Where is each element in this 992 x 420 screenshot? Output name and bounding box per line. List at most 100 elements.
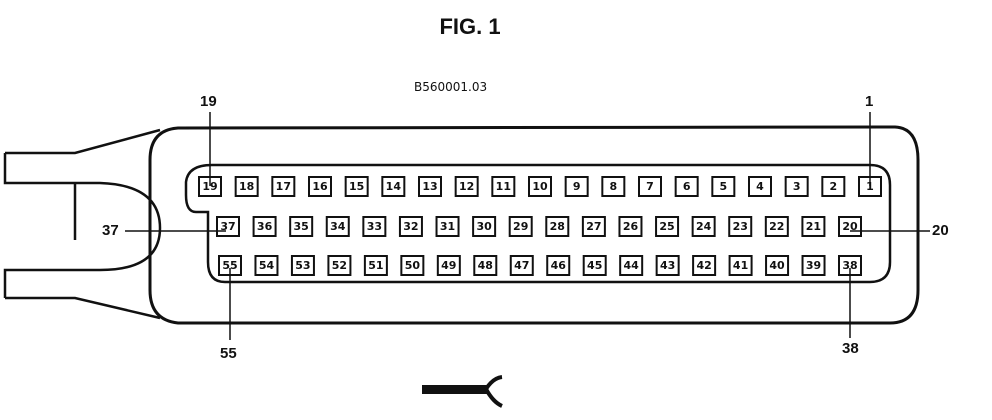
pin-label: 31 [440, 220, 455, 233]
pin-39: 39 [801, 255, 826, 276]
pin-frame [491, 176, 516, 197]
pin-frame [308, 176, 332, 197]
pin-14: 14 [381, 176, 406, 197]
pin-label: 18 [239, 180, 254, 193]
pin-frame [528, 176, 552, 197]
connector-latch [3, 128, 162, 320]
pin-45: 45 [582, 255, 607, 276]
pin-label: 46 [551, 259, 567, 272]
pin-44: 44 [619, 255, 644, 276]
pin-label: 33 [367, 220, 382, 233]
pin-8: 8 [601, 176, 626, 197]
pin-36: 36 [252, 216, 277, 237]
pin-label: 49 [441, 259, 456, 272]
pin-frame [801, 216, 826, 237]
pin-47: 47 [509, 255, 534, 276]
pin-frame [290, 255, 315, 276]
pin-frame [581, 216, 606, 237]
pin-22: 22 [764, 216, 789, 237]
pin-label: 4 [756, 180, 764, 193]
connector-body [148, 125, 920, 325]
pin-frame [472, 216, 497, 237]
pin-label: 41 [733, 259, 748, 272]
pin-3: 3 [784, 176, 809, 197]
callout-pin-55: 55 [220, 345, 237, 362]
pin-21: 21 [801, 216, 826, 237]
pin-20: 20 [838, 216, 862, 237]
pin-label: 30 [476, 220, 492, 233]
pin-label: 55 [222, 259, 237, 272]
pin-label: 34 [330, 220, 346, 233]
pin-label: 5 [720, 180, 728, 193]
pin-51: 51 [363, 255, 388, 276]
pin-9: 9 [564, 176, 589, 197]
pin-15: 15 [344, 176, 369, 197]
pin-10: 10 [528, 176, 552, 197]
pin-frame [801, 255, 826, 276]
pin-43: 43 [655, 255, 680, 276]
pin-5: 5 [711, 176, 736, 197]
pin-31: 31 [435, 216, 460, 237]
callout-pin-37: 37 [102, 222, 119, 239]
pin-label: 25 [659, 220, 674, 233]
pin-25: 25 [655, 216, 680, 237]
pin-23: 23 [728, 216, 753, 237]
pin-label: 54 [259, 259, 275, 272]
pin-frame [545, 216, 570, 237]
pin-label: 10 [532, 180, 548, 193]
pin-40: 40 [765, 255, 790, 276]
pin-41: 41 [728, 255, 753, 276]
pin-frame [252, 216, 277, 237]
callout-pin-19: 19 [200, 93, 217, 110]
pin-28: 28 [545, 216, 570, 237]
pin-frame [546, 255, 571, 276]
pin-label: 53 [295, 259, 310, 272]
pin-4: 4 [748, 176, 772, 197]
pin-label: 43 [660, 259, 675, 272]
pin-27: 27 [581, 216, 606, 237]
figure-title: FIG. 1 [439, 14, 501, 39]
pin-49: 49 [436, 255, 461, 276]
pin-52: 52 [327, 255, 352, 276]
pin-frame [362, 216, 387, 237]
leader-lines [125, 112, 930, 340]
pin-frame [655, 255, 680, 276]
pin-label: 38 [842, 259, 857, 272]
pin-frame [564, 176, 589, 197]
pin-label: 52 [332, 259, 347, 272]
pin-30: 30 [472, 216, 497, 237]
pin-label: 27 [586, 220, 601, 233]
pin-frame [728, 216, 753, 237]
pin-label: 24 [696, 220, 712, 233]
pin-label: 7 [646, 180, 654, 193]
pin-34: 34 [325, 216, 350, 237]
pin-frame [473, 255, 498, 276]
pin-label: 51 [368, 259, 383, 272]
pin-frame [435, 216, 460, 237]
pin-frame [454, 176, 479, 197]
pin-frame [216, 216, 240, 237]
pin-frame [400, 255, 425, 276]
pin-label: 1 [866, 180, 874, 193]
pin-frame [711, 176, 736, 197]
pin-label: 21 [806, 220, 821, 233]
pin-label: 2 [830, 180, 838, 193]
part-code: B560001.03 [414, 80, 488, 94]
pin-12: 12 [454, 176, 479, 197]
pin-frame [691, 216, 716, 237]
pin-frame [748, 176, 772, 197]
pin-label: 3 [793, 180, 801, 193]
pin-label: 16 [312, 180, 328, 193]
pin-frame [254, 255, 279, 276]
pin-label: 23 [733, 220, 748, 233]
pin-29: 29 [508, 216, 533, 237]
pin-label: 13 [422, 180, 437, 193]
pin-label: 50 [405, 259, 421, 272]
pin-42: 42 [692, 255, 717, 276]
pin-label: 15 [349, 180, 364, 193]
pin-18: 18 [234, 176, 259, 197]
pin-6: 6 [674, 176, 699, 197]
pin-label: 9 [573, 180, 581, 193]
pin-33: 33 [362, 216, 387, 237]
